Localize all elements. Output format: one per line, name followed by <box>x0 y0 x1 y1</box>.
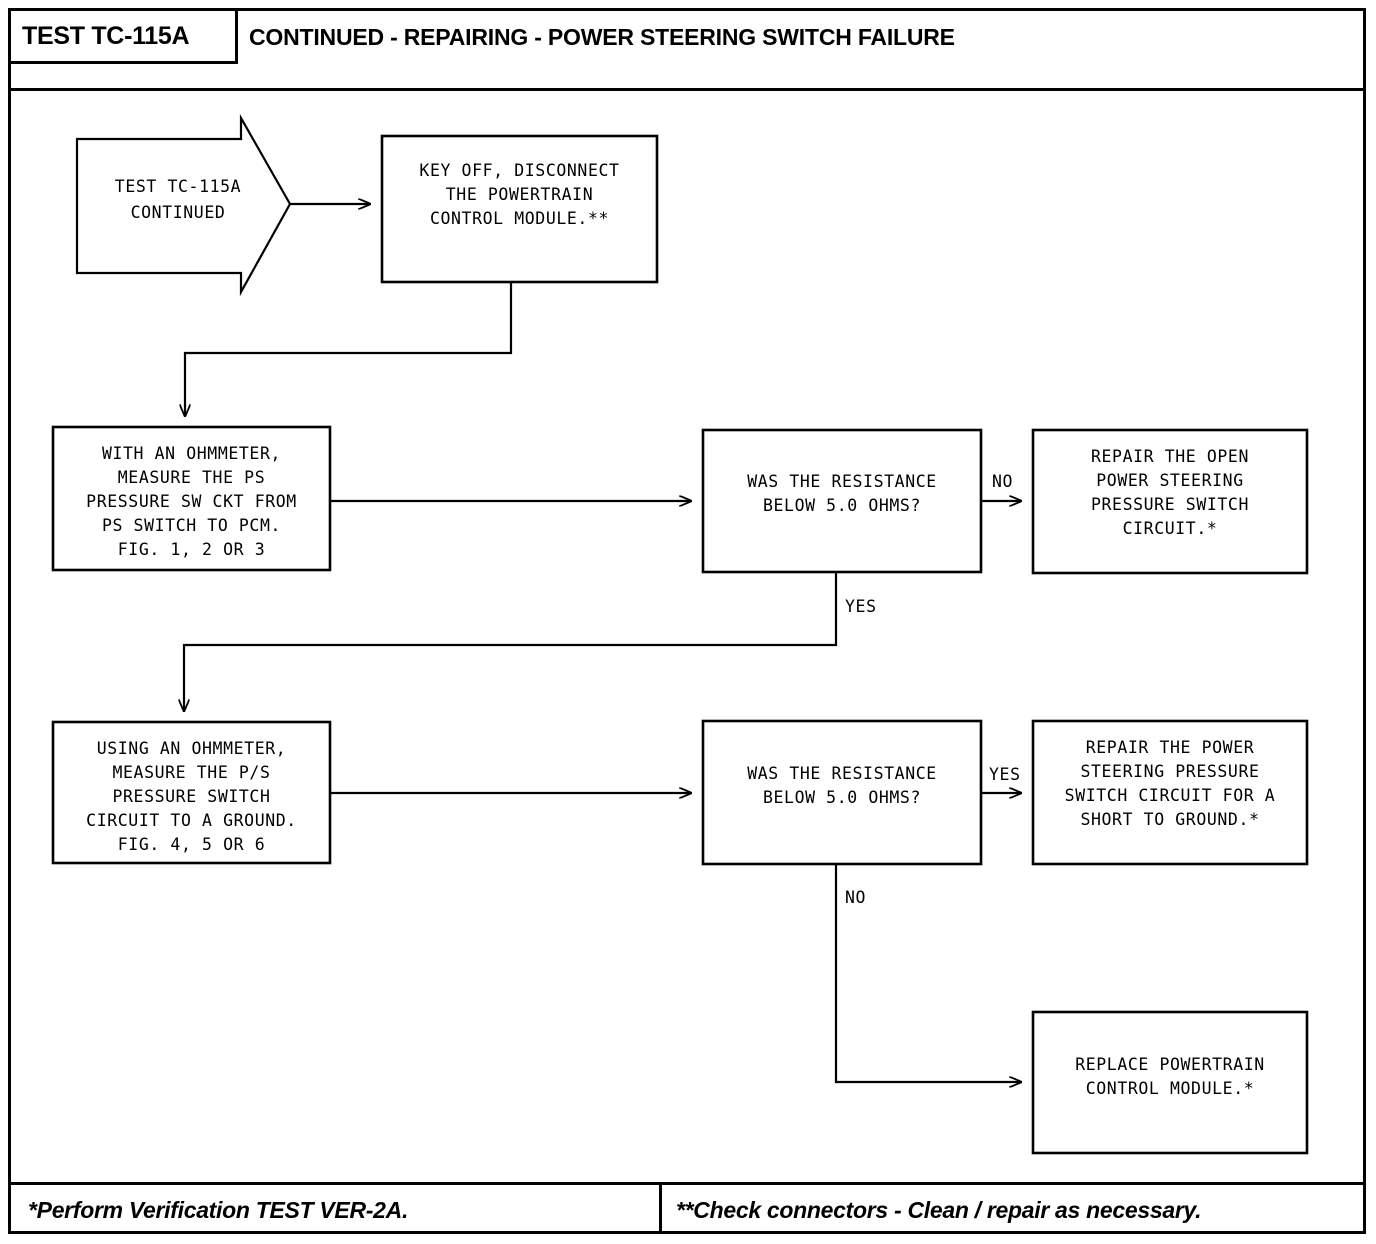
test-code-box: TEST TC-115A <box>11 11 238 64</box>
node-measure-2-line-4: FIG. 4, 5 OR 6 <box>118 835 265 854</box>
node-decision-1-rect <box>701 428 983 574</box>
node-measure-2-line-3: CIRCUIT TO A GROUND. <box>86 811 297 830</box>
header-band <box>11 11 1363 91</box>
node-measure-ps-to-pcm: WITH AN OHMMETER, MEASURE THE PS PRESSUR… <box>51 425 332 572</box>
edge-key-off-to-measure-1 <box>185 282 513 416</box>
node-start-line-1: CONTINUED <box>131 203 226 222</box>
node-replace-pcm-line-1: CONTROL MODULE.* <box>1086 1079 1255 1098</box>
start-arrow-shape <box>75 113 292 297</box>
node-measure-1-line-2: PRESSURE SW CKT FROM <box>86 492 297 511</box>
edge-decision-1-no: NO <box>981 472 1021 501</box>
edge-label-no-1: NO <box>992 472 1013 491</box>
footer-note-left: *Perform Verification TEST VER-2A. <box>28 1196 409 1223</box>
node-repair-open-line-3: CIRCUIT.* <box>1123 519 1218 538</box>
node-measure-ps-to-ground: USING AN OHMMETER, MEASURE THE P/S PRESS… <box>51 720 332 865</box>
node-repair-short-line-0: REPAIR THE POWER <box>1086 738 1255 757</box>
node-repair-open-rect <box>1031 428 1309 575</box>
node-measure-2-line-0: USING AN OHMMETER, <box>97 739 287 758</box>
node-decision-1: WAS THE RESISTANCE BELOW 5.0 OHMS? <box>701 428 983 574</box>
node-measure-2-line-2: PRESSURE SWITCH <box>112 787 270 806</box>
edge-label-yes-1: YES <box>845 597 877 616</box>
node-repair-short-line-3: SHORT TO GROUND.* <box>1080 810 1259 829</box>
node-repair-short-line-1: STEERING PRESSURE <box>1080 762 1259 781</box>
edge-label-no-2: NO <box>845 888 866 907</box>
node-measure-1-line-3: PS SWITCH TO PCM. <box>102 516 281 535</box>
edge-decision-2-no: NO <box>834 864 1021 1082</box>
node-decision-2-line-1: BELOW 5.0 OHMS? <box>763 788 921 807</box>
node-key-off-line-2: CONTROL MODULE.** <box>430 209 609 228</box>
footer-note-right: **Check connectors - Clean / repair as n… <box>676 1196 1202 1223</box>
node-repair-open: REPAIR THE OPEN POWER STEERING PRESSURE … <box>1031 428 1309 575</box>
node-repair-short-rect <box>1031 719 1309 866</box>
page-border <box>8 8 1366 1234</box>
node-replace-pcm-line-0: REPLACE POWERTRAIN <box>1075 1055 1265 1074</box>
node-measure-1-line-1: MEASURE THE PS <box>118 468 265 487</box>
node-measure-2-line-1: MEASURE THE P/S <box>112 763 270 782</box>
edge-decision-1-yes: YES <box>184 572 877 711</box>
page-title: CONTINUED - REPAIRING - POWER STEERING S… <box>249 24 955 50</box>
node-decision-1-line-0: WAS THE RESISTANCE <box>747 472 937 491</box>
node-measure-1-line-4: FIG. 1, 2 OR 3 <box>118 540 265 559</box>
node-repair-short-line-2: SWITCH CIRCUIT FOR A <box>1065 786 1276 805</box>
node-decision-2-line-0: WAS THE RESISTANCE <box>747 764 937 783</box>
node-replace-pcm: REPLACE POWERTRAIN CONTROL MODULE.* <box>1031 1010 1309 1155</box>
node-start-line-0: TEST TC-115A <box>115 177 241 196</box>
node-measure-1-line-0: WITH AN OHMMETER, <box>102 444 281 463</box>
node-start: TEST TC-115A CONTINUED <box>75 113 292 297</box>
node-decision-1-line-1: BELOW 5.0 OHMS? <box>763 496 921 515</box>
node-key-off-rect <box>380 134 659 284</box>
node-measure-1-rect <box>51 425 332 572</box>
node-repair-open-line-1: POWER STEERING <box>1096 471 1243 490</box>
node-key-off-line-0: KEY OFF, DISCONNECT <box>419 161 619 180</box>
node-replace-pcm-rect <box>1031 1010 1309 1155</box>
node-decision-2-rect <box>701 719 983 866</box>
edge-decision-2-yes: YES <box>981 765 1021 793</box>
node-key-off-line-1: THE POWERTRAIN <box>446 185 593 204</box>
edge-label-yes-2: YES <box>989 765 1021 784</box>
node-repair-open-line-2: PRESSURE SWITCH <box>1091 495 1249 514</box>
node-repair-short: REPAIR THE POWER STEERING PRESSURE SWITC… <box>1031 719 1309 866</box>
test-code-label: TEST TC-115A <box>22 21 190 50</box>
footer-divider <box>659 1185 662 1233</box>
node-repair-open-line-0: REPAIR THE OPEN <box>1091 447 1249 466</box>
footer-band <box>11 1182 1363 1233</box>
node-measure-2-rect <box>51 720 332 865</box>
node-decision-2: WAS THE RESISTANCE BELOW 5.0 OHMS? <box>701 719 983 866</box>
node-key-off: KEY OFF, DISCONNECT THE POWERTRAIN CONTR… <box>380 134 659 284</box>
